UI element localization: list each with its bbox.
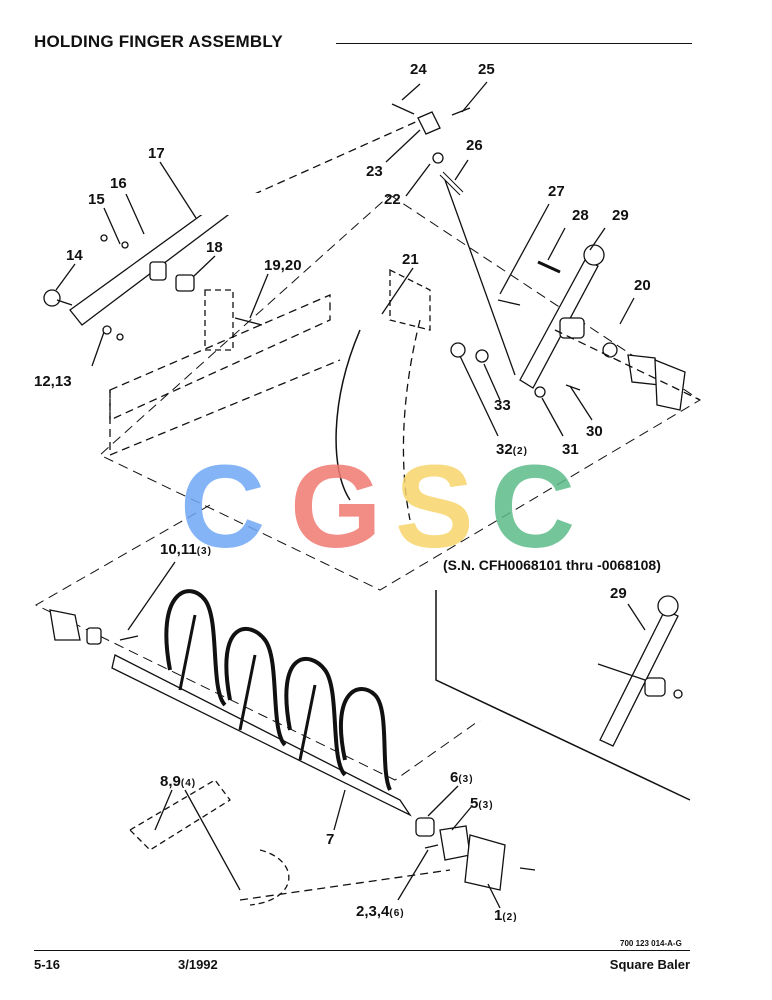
callout-label: 8,9	[160, 773, 181, 790]
callout-24: 24	[410, 62, 427, 77]
callout-label: 15	[88, 191, 105, 208]
page-title: HOLDING FINGER ASSEMBLY	[34, 32, 283, 51]
callout-32: 32(2)	[496, 442, 528, 457]
cgsc-watermark: C G S C	[180, 448, 600, 566]
callout-qty: (4)	[180, 778, 197, 789]
callout-5: 5(3)	[470, 796, 494, 811]
callout-label: 7	[326, 831, 335, 848]
callout-10-11: 10,11(3)	[160, 542, 212, 557]
callout-qty: (3)	[478, 800, 494, 811]
callout-30: 30	[586, 424, 603, 439]
callout-label: 25	[478, 61, 495, 78]
callout-16: 16	[110, 176, 127, 191]
callout-qty: (6)	[389, 908, 405, 919]
watermark-letter-1: C	[180, 441, 266, 573]
callout-23: 23	[366, 164, 383, 179]
callout-label: 24	[410, 61, 427, 78]
callout-label: 21	[402, 251, 419, 268]
callout-label: 5	[470, 795, 479, 812]
callout-label: 29	[610, 585, 627, 602]
callout-20: 20	[634, 278, 651, 293]
callout-label: 14	[66, 247, 83, 264]
callout-label: 29	[612, 207, 629, 224]
callout-17: 17	[148, 146, 165, 161]
callout-15: 15	[88, 192, 105, 207]
callout-label: 19,20	[264, 257, 302, 274]
callout-label: 2,3,4	[356, 903, 390, 920]
callout-label: 6	[450, 769, 459, 786]
callout-22: 22	[384, 192, 401, 207]
callout-label: 12,13	[34, 373, 72, 390]
footer-rule	[34, 950, 690, 951]
callout-12-13: 12,13	[34, 374, 72, 389]
callout-qty: (2)	[512, 446, 528, 457]
callout-1: 1(2)	[494, 908, 518, 923]
page-date: 3/1992	[178, 957, 218, 972]
callout-label: 30	[586, 423, 603, 440]
callout-26: 26	[466, 138, 483, 153]
callout-19-20: 19,20	[264, 258, 302, 273]
callout-2-3-4: 2,3,4(6)	[356, 904, 405, 919]
callout-8-9: 8,9(4)	[160, 774, 196, 789]
callout-label: 10,11	[160, 541, 197, 558]
callout-label: 23	[366, 163, 383, 180]
callout-label: 20	[634, 277, 651, 294]
callout-29-inset: 29	[610, 586, 627, 601]
callout-label: 28	[572, 207, 589, 224]
callout-28: 28	[572, 208, 589, 223]
callout-33: 33	[494, 398, 511, 413]
callout-qty: (2)	[502, 912, 518, 923]
callout-6: 6(3)	[450, 770, 474, 785]
callout-25: 25	[478, 62, 495, 77]
callout-label: 31	[562, 441, 579, 458]
callout-27: 27	[548, 184, 565, 199]
callout-label: 16	[110, 175, 127, 192]
callout-label: 33	[494, 397, 511, 414]
callout-31: 31	[562, 442, 579, 457]
watermark-letter-3: S	[395, 441, 474, 573]
callout-label: 1	[494, 907, 503, 924]
drawing-number: 700 123 014-A-G	[620, 939, 682, 948]
serial-number-note: (S.N. CFH0068101 thru -0068108)	[443, 557, 661, 573]
product-name: Square Baler	[609, 957, 690, 972]
callout-18: 18	[206, 240, 223, 255]
watermark-letter-2: G	[290, 441, 382, 573]
page-number: 5-16	[34, 957, 61, 972]
callout-label: 26	[466, 137, 483, 154]
callout-qty: (3)	[458, 774, 474, 785]
callout-29: 29	[612, 208, 629, 223]
callout-label: 27	[548, 183, 565, 200]
callout-14: 14	[66, 248, 83, 263]
callout-7: 7	[326, 832, 334, 847]
callout-qty: (3)	[196, 546, 212, 557]
callout-21: 21	[402, 252, 419, 267]
callout-label: 17	[148, 145, 165, 162]
watermark-letter-4: C	[490, 441, 576, 573]
callout-label: 32	[496, 441, 513, 458]
callout-label: 22	[384, 191, 401, 208]
callout-label: 18	[206, 239, 223, 256]
title-rule	[336, 43, 692, 44]
